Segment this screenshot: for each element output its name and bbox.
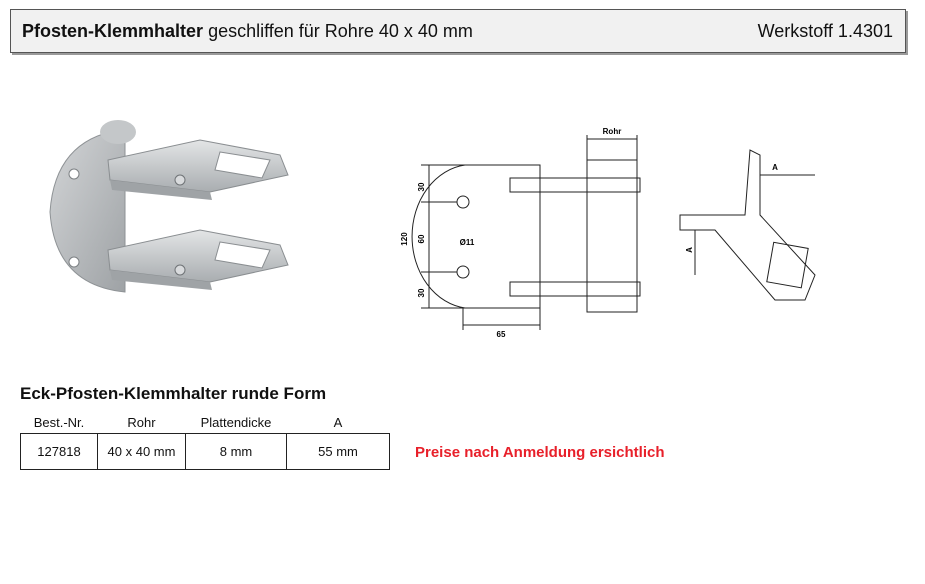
technical-drawing: Rohr 30 60 30 120 65 Ø11 A A [400, 127, 816, 339]
tube-rect [586, 159, 638, 313]
cell-plattendicke: 8 mm [185, 433, 287, 470]
product-title-bold: Pfosten-Klemmhalter [22, 21, 204, 41]
cell-a: 55 mm [286, 433, 390, 470]
dim-60: 60 [417, 234, 426, 243]
table-row: 127818 40 x 40 mm 8 mm 55 mm [20, 433, 390, 470]
product-photo [49, 120, 289, 293]
corner-view-outline [679, 149, 816, 301]
spec-table-header: Best.-Nr. Rohr Plattendicke A [21, 412, 390, 434]
spec-table: Best.-Nr. Rohr Plattendicke A 127818 40 … [20, 412, 390, 470]
cell-best-nr: 127818 [20, 433, 98, 470]
dim-30-top: 30 [417, 182, 426, 191]
col-header-rohr: Rohr [127, 414, 156, 430]
material-label: Werkstoff 1.4301 [757, 21, 893, 41]
cell-rohr: 40 x 40 mm [97, 433, 186, 470]
dim-rohr-label: Rohr [603, 127, 622, 136]
dim-120: 120 [400, 232, 409, 246]
dim-a-top: A [772, 163, 778, 172]
page-header: Pfosten-Klemmhalter geschliffen für Rohr… [10, 9, 906, 53]
col-header-a: A [333, 414, 343, 430]
section-title: Eck-Pfosten-Klemmhalter runde Form [20, 384, 327, 403]
col-header-best-nr: Best.-Nr. [33, 414, 85, 430]
dim-hole-diameter: Ø11 [460, 238, 475, 247]
dim-30-bottom: 30 [417, 288, 426, 297]
upper-arm-rect [509, 177, 641, 193]
price-note: Preise nach Anmeldung ersichtlich [415, 444, 665, 461]
product-title: Pfosten-Klemmhalter geschliffen für Rohr… [22, 21, 473, 42]
product-title-rest: geschliffen für Rohre 40 x 40 mm [208, 21, 473, 41]
front-view-plate [411, 164, 541, 309]
dim-a-left: A [685, 247, 694, 253]
dim-65: 65 [497, 330, 506, 339]
col-header-plattendicke: Plattendicke [200, 414, 272, 430]
lower-arm-rect [509, 281, 641, 297]
